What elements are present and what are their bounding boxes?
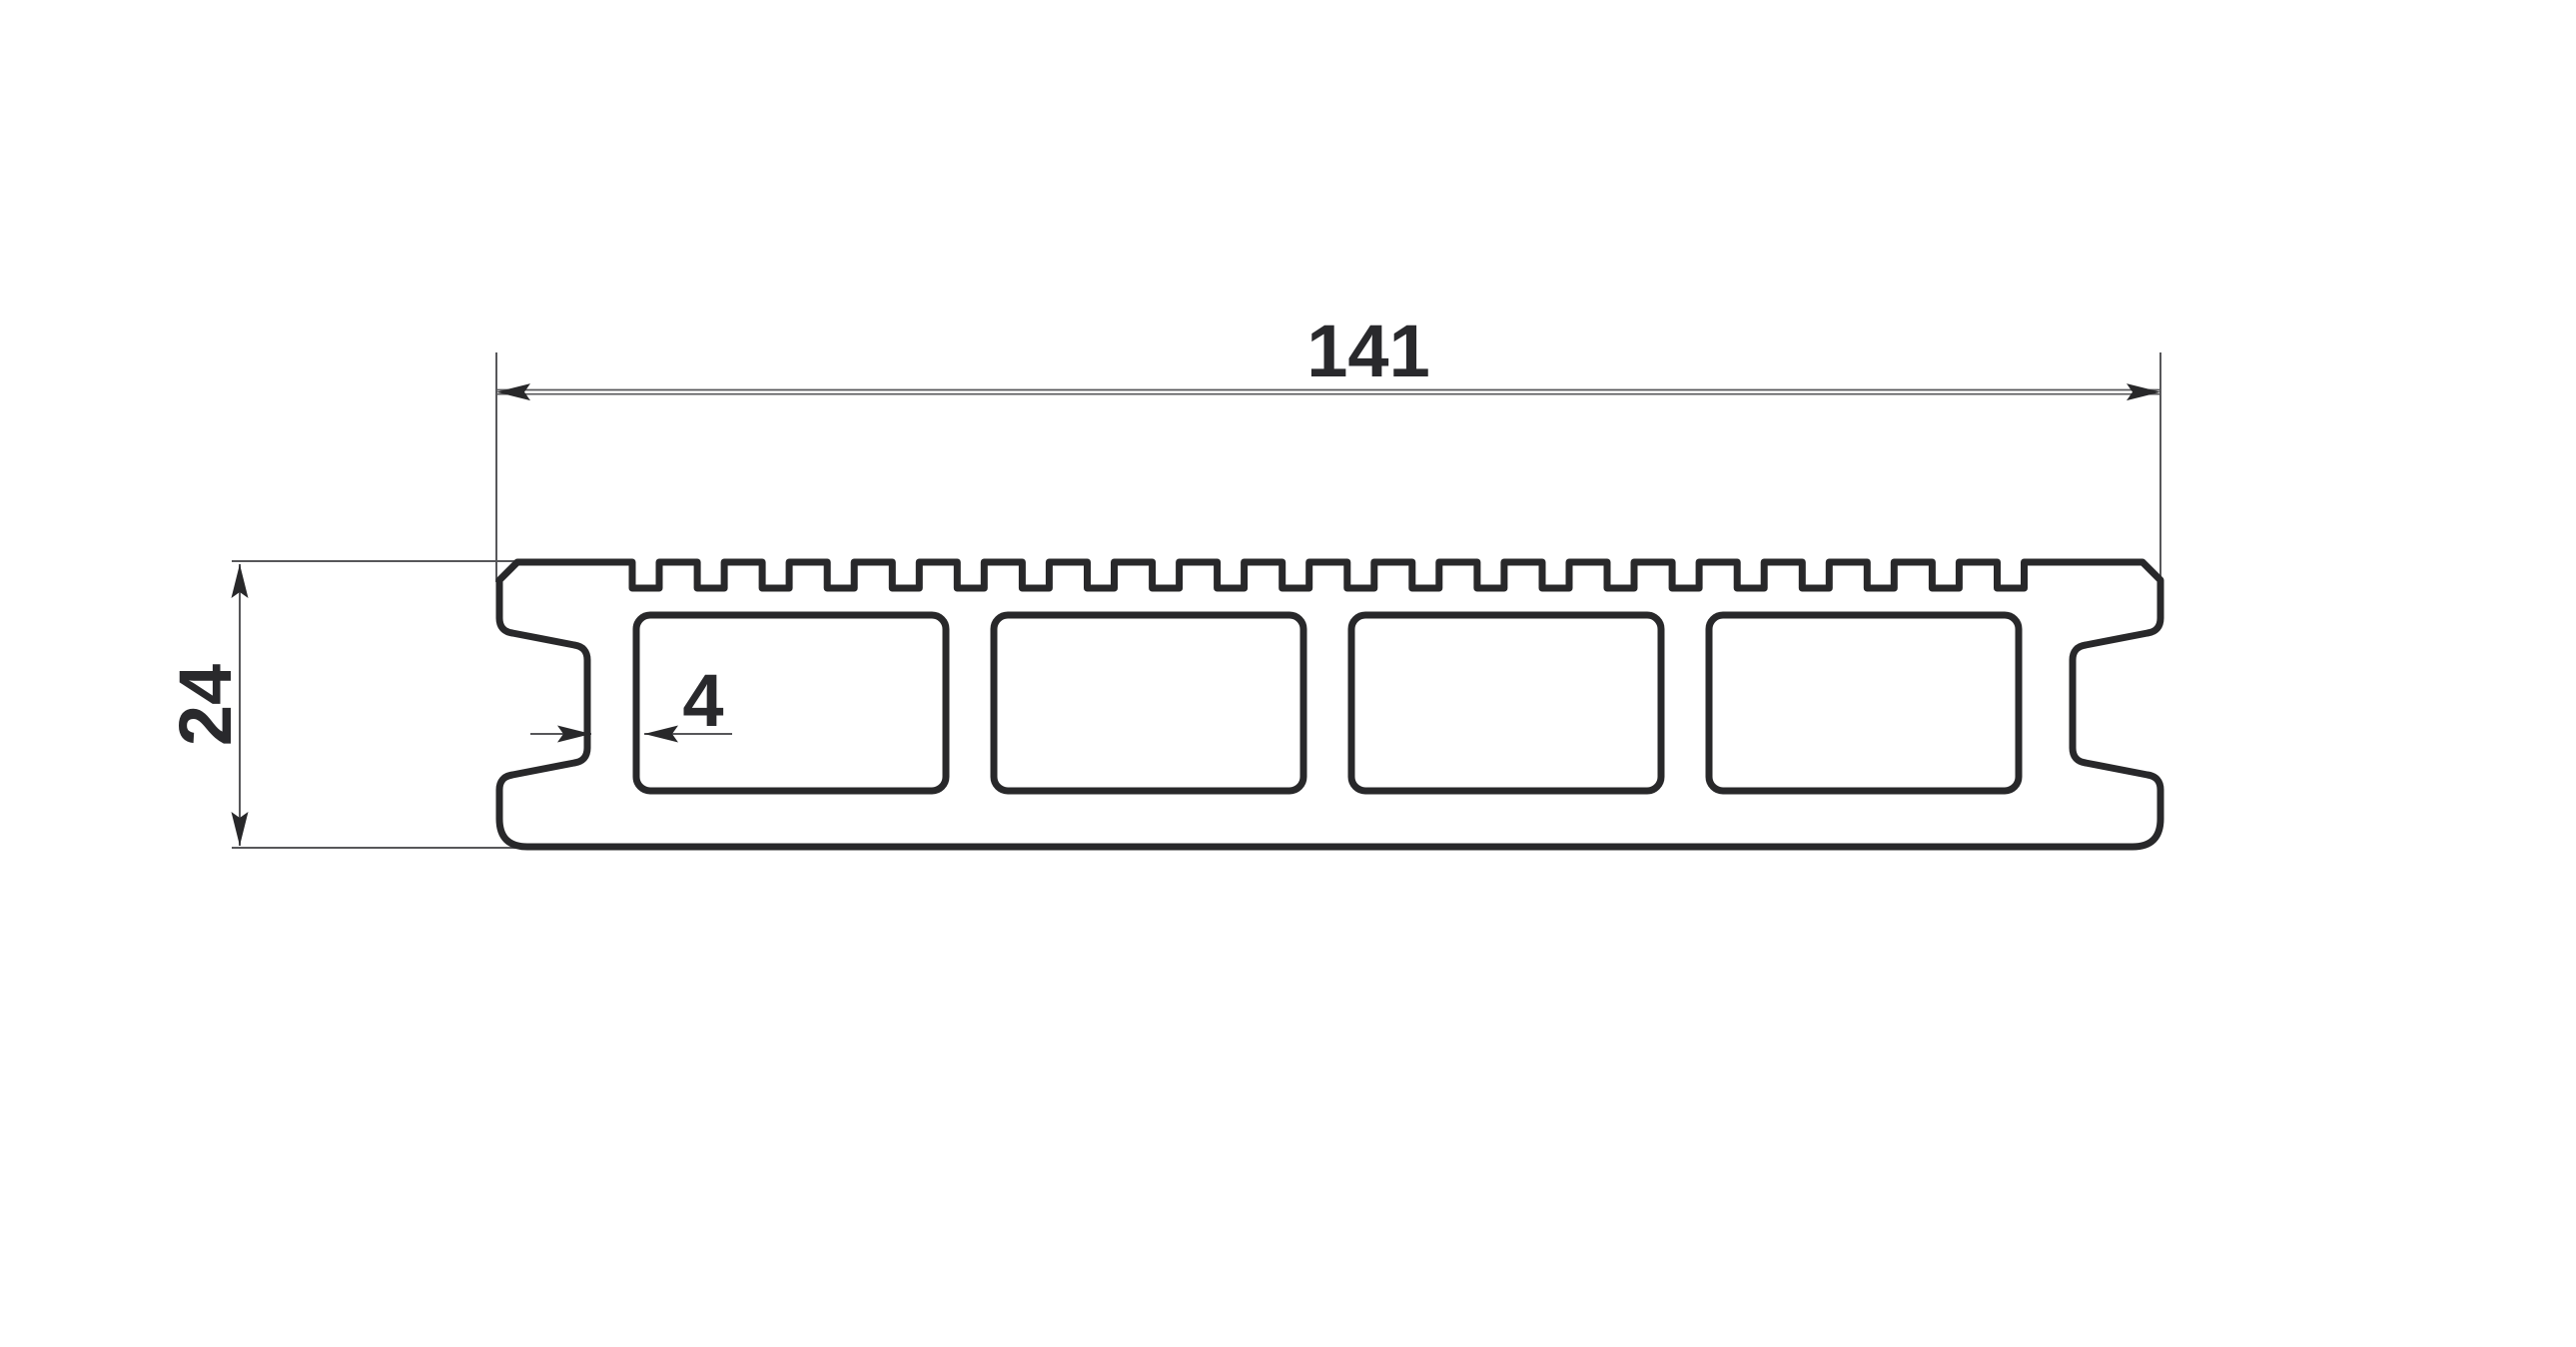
hollow-chamber-4 <box>1705 611 2023 795</box>
wall-thickness-label: 4 <box>682 659 723 742</box>
width-arrow-left <box>496 383 530 401</box>
hollow-chamber-2 <box>990 611 1307 795</box>
wall-arrow-left <box>557 725 591 743</box>
profile-geometry-layer <box>495 558 2164 851</box>
dimension-lines-layer <box>232 352 2161 849</box>
width-arrow-right <box>2127 383 2160 401</box>
width-dimension-label: 141 <box>1306 310 1429 392</box>
wall-arrow-right <box>644 725 678 743</box>
height-arrow-top <box>231 564 249 598</box>
profile-outline <box>495 558 2164 851</box>
hollow-chamber-1 <box>632 611 950 795</box>
hollow-chamber-3 <box>1347 611 1665 795</box>
height-arrow-bottom <box>231 812 249 846</box>
height-dimension-label: 24 <box>164 664 247 746</box>
dimension-arrows-layer <box>231 383 2160 846</box>
